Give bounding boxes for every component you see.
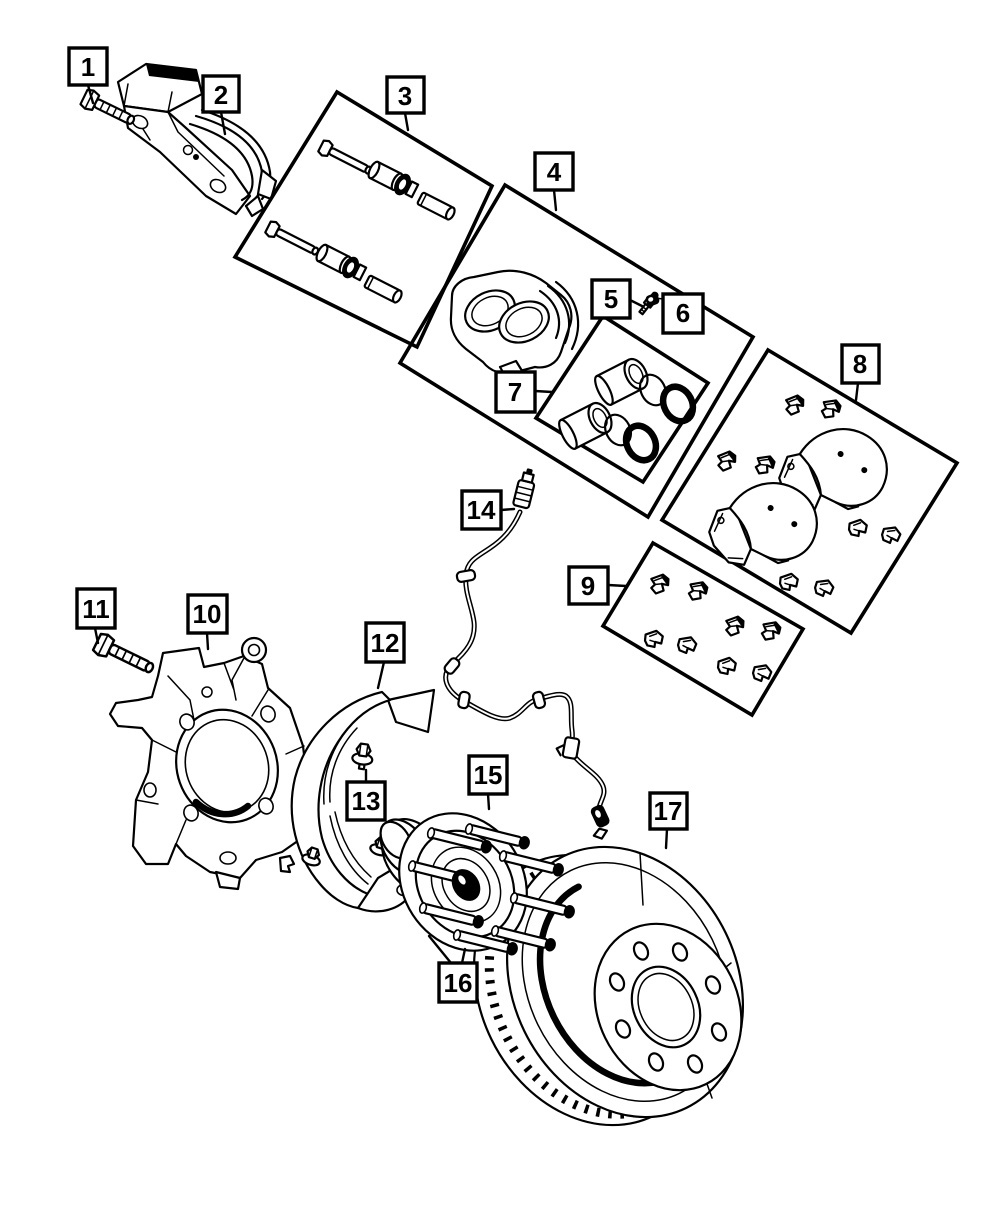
part-10-steering-knuckle	[108, 636, 311, 891]
callout-2[interactable]: 2	[201, 74, 241, 136]
part-7-piston-seal-kit	[533, 313, 711, 485]
callout-10[interactable]: 10	[186, 593, 229, 651]
part-9-pad-hardware-kit	[600, 540, 806, 718]
part-14-abs-wheel-speed-sensor	[443, 468, 610, 840]
callout-7-box[interactable]	[494, 370, 537, 414]
part-4-brake-caliper	[397, 182, 756, 520]
callout-5[interactable]: 5	[590, 278, 644, 320]
callout-14[interactable]: 14	[460, 489, 516, 531]
callout-13-box[interactable]	[345, 780, 387, 822]
callout-17[interactable]: 17	[648, 791, 689, 850]
callout-11[interactable]: 11	[75, 587, 117, 645]
callout-8-leader	[854, 381, 860, 402]
kit-box-4	[397, 182, 756, 520]
callout-16-leader	[427, 934, 467, 965]
callout-1-number[interactable]: 1	[81, 52, 95, 82]
callout-16[interactable]: 16	[427, 934, 479, 1004]
kit-box-7	[533, 313, 711, 485]
part-15-hub-bearing	[379, 812, 578, 958]
callout-3-box[interactable]	[385, 75, 426, 115]
callout-1-leader	[86, 83, 95, 105]
callout-9[interactable]: 9	[567, 565, 628, 606]
callout-13-number[interactable]: 13	[352, 786, 381, 816]
callout-17-number[interactable]: 17	[654, 796, 683, 826]
callout-3[interactable]: 3	[385, 75, 426, 132]
callout-8-number[interactable]: 8	[853, 349, 867, 379]
callout-5-box[interactable]	[590, 278, 632, 320]
callout-12-box[interactable]	[364, 621, 406, 664]
callout-12-number[interactable]: 12	[371, 628, 400, 658]
callout-10-number[interactable]: 10	[193, 599, 222, 629]
callout-14-box[interactable]	[460, 489, 503, 531]
callout-12[interactable]: 12	[364, 621, 406, 690]
callout-14-leader	[499, 507, 516, 512]
callout-8[interactable]: 8	[840, 343, 881, 402]
kit-box-9	[600, 540, 806, 718]
callout-3-number[interactable]: 3	[398, 81, 412, 111]
callout-4-leader	[552, 188, 558, 212]
callout-15-box[interactable]	[467, 754, 509, 796]
callout-6[interactable]: 6	[661, 292, 705, 335]
callout-9-box[interactable]	[567, 565, 610, 606]
callout-2-number[interactable]: 2	[214, 80, 228, 110]
callout-15-leader	[486, 792, 491, 811]
callout-4[interactable]: 4	[533, 151, 575, 212]
callout-7-leader	[533, 389, 554, 394]
callout-10-box[interactable]	[186, 593, 229, 635]
callout-14-number[interactable]: 14	[467, 495, 496, 525]
callout-9-number[interactable]: 9	[581, 571, 595, 601]
part-11-knuckle-bolt	[90, 630, 159, 681]
callout-5-number[interactable]: 5	[604, 284, 618, 314]
callout-16-box[interactable]	[437, 961, 479, 1004]
kit-box-8	[659, 347, 960, 636]
callout-17-leader	[664, 827, 669, 850]
callout-1[interactable]: 1	[67, 46, 109, 105]
part-2-caliper-adapter	[116, 62, 278, 218]
part-13-shield-bolt	[351, 742, 374, 771]
callout-1-box[interactable]	[67, 46, 109, 87]
callout-6-number[interactable]: 6	[676, 298, 690, 328]
callout-16-number[interactable]: 16	[444, 968, 473, 998]
callout-2-leader	[219, 110, 227, 136]
callout-15[interactable]: 15	[467, 754, 509, 811]
callout-11-box[interactable]	[75, 587, 117, 630]
callout-17-box[interactable]	[648, 791, 689, 831]
sensor-tip	[590, 804, 610, 840]
callout-4-box[interactable]	[533, 151, 575, 192]
callout-5-leader	[628, 298, 644, 308]
callout-8-box[interactable]	[840, 343, 881, 385]
sensor-connector	[512, 468, 536, 510]
callout-15-number[interactable]: 15	[474, 760, 503, 790]
sensor-bracket	[555, 736, 581, 760]
callout-11-number[interactable]: 11	[82, 594, 110, 624]
part-3-guide-pin-kit	[232, 89, 495, 350]
callout-13[interactable]: 13	[345, 768, 387, 822]
kit-box-3	[232, 89, 495, 350]
callout-3-leader	[403, 111, 410, 132]
callout-10-leader	[205, 631, 210, 651]
callout-12-leader	[376, 660, 386, 690]
callout-9-leader	[606, 583, 628, 588]
callout-11-leader	[93, 626, 100, 645]
part-8-brake-pad-kit	[659, 347, 960, 636]
callout-4-number[interactable]: 4	[547, 157, 562, 187]
callout-7-number[interactable]: 7	[508, 377, 522, 407]
callout-6-box[interactable]	[661, 292, 705, 335]
callout-7[interactable]: 7	[494, 370, 554, 414]
callout-2-box[interactable]	[201, 74, 241, 114]
